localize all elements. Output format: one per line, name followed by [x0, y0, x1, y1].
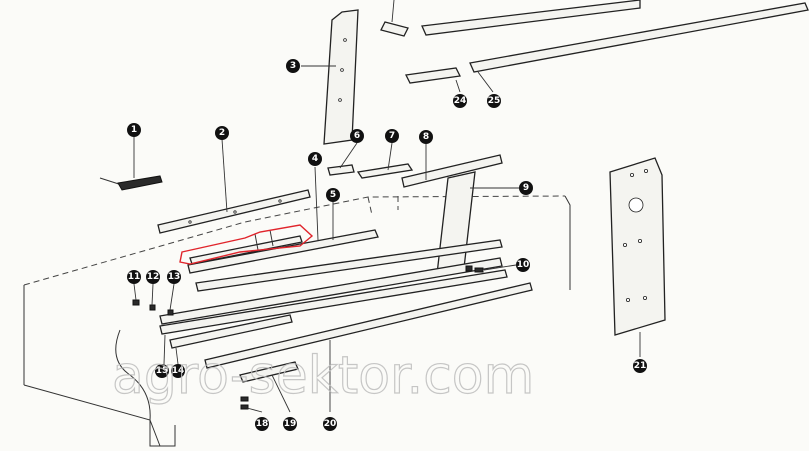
callout-10: 10 — [516, 258, 530, 272]
callout-18: 18 — [255, 417, 269, 431]
callout-9: 9 — [519, 181, 533, 195]
svg-text:9: 9 — [523, 183, 529, 193]
svg-text:21: 21 — [634, 361, 647, 371]
svg-text:13: 13 — [168, 272, 181, 282]
callout-15: 15 — [155, 364, 169, 378]
callout-20: 20 — [323, 417, 337, 431]
svg-text:3: 3 — [290, 61, 296, 71]
svg-text:25: 25 — [488, 96, 501, 106]
svg-text:19: 19 — [284, 419, 297, 429]
callout-8: 8 — [419, 130, 433, 144]
svg-text:5: 5 — [330, 190, 336, 200]
housing-outline — [23, 195, 571, 447]
part-9-plate — [436, 171, 476, 275]
svg-text:14: 14 — [172, 366, 185, 376]
callout-3: 3 — [286, 59, 300, 73]
part-19-plate — [239, 361, 299, 383]
callout-14: 14 — [171, 364, 185, 378]
part-25-long-bar — [421, 0, 809, 73]
rail-assembly — [159, 229, 533, 369]
fasteners-left — [132, 299, 174, 316]
svg-text:10: 10 — [517, 260, 530, 270]
svg-text:2: 2 — [219, 128, 225, 138]
callout-5: 5 — [326, 188, 340, 202]
part-21-tall-plate — [609, 157, 666, 336]
callout-6: 6 — [350, 129, 364, 143]
callout-21: 21 — [633, 359, 647, 373]
part-7-plate — [356, 163, 414, 179]
svg-text:4: 4 — [312, 154, 318, 164]
svg-text:8: 8 — [423, 132, 429, 142]
part-2-strip — [157, 189, 311, 234]
part-24-plate — [405, 67, 461, 84]
callout-1: 1 — [127, 123, 141, 137]
svg-text:18: 18 — [256, 419, 269, 429]
callout-12: 12 — [146, 270, 160, 284]
fastener-10 — [465, 265, 484, 273]
callout-25: 25 — [487, 94, 501, 108]
callout-2: 2 — [215, 126, 229, 140]
part-3-vertical-bar — [323, 9, 359, 145]
callout-19: 19 — [283, 417, 297, 431]
svg-text:1: 1 — [131, 125, 137, 135]
callout-13: 13 — [167, 270, 181, 284]
highlight-outline — [179, 224, 314, 265]
svg-text:24: 24 — [454, 96, 467, 106]
leader-lines — [133, 0, 641, 413]
watermark-text: agro-sektor.com — [112, 346, 534, 406]
svg-text:15: 15 — [156, 366, 169, 376]
svg-text:11: 11 — [128, 272, 141, 282]
svg-text:6: 6 — [354, 131, 360, 141]
callout-7: 7 — [385, 129, 399, 143]
callout-11: 11 — [127, 270, 141, 284]
svg-text:20: 20 — [324, 419, 337, 429]
part-18-screw — [240, 396, 249, 410]
small-bracket-top — [380, 21, 409, 37]
part-1-clip — [99, 175, 163, 191]
svg-text:7: 7 — [389, 131, 395, 141]
svg-text:12: 12 — [147, 272, 160, 282]
callout-24: 24 — [453, 94, 467, 108]
callout-4-upper: 4 — [308, 152, 322, 166]
part-8-bar — [401, 154, 503, 188]
part-6-plate — [327, 164, 355, 176]
